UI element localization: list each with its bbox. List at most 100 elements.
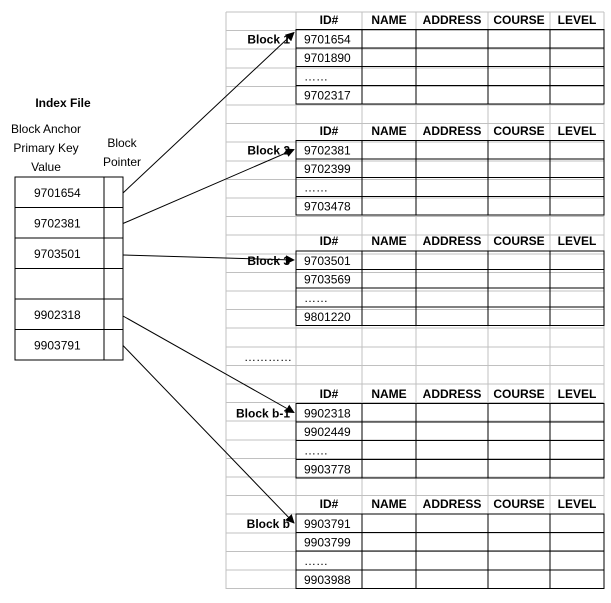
record-cell	[361, 29, 417, 49]
record-cell	[487, 29, 551, 49]
column-header: COURSE	[493, 497, 544, 511]
index-entry: 9703501	[14, 237, 124, 269]
record-cell	[549, 195, 605, 216]
pointer-cell	[103, 237, 124, 269]
record-cell	[549, 158, 605, 179]
column-header: LEVEL	[558, 234, 597, 248]
anchor-key-value: 9703501	[34, 247, 81, 261]
record-cell	[415, 195, 489, 216]
block-pointer-arrow	[122, 31, 295, 194]
block-pointer-arrows	[122, 31, 295, 524]
record-cell	[487, 550, 551, 571]
record-cell	[361, 532, 417, 552]
record-cell	[415, 569, 489, 589]
record-id: 9701890	[304, 51, 351, 65]
record-cell	[361, 177, 417, 197]
anchor-key-value: 9903791	[34, 339, 81, 353]
record-cell	[549, 84, 605, 105]
record-id: ……	[304, 291, 328, 305]
record-cell	[487, 47, 551, 68]
record-id: 9702381	[304, 144, 351, 158]
anchor-key-cell	[14, 268, 105, 300]
record-cell	[361, 458, 417, 479]
pointer-cell	[103, 176, 124, 208]
record-cell	[549, 569, 605, 589]
record-cell	[415, 532, 489, 552]
record-cell	[361, 140, 417, 160]
record-cell	[361, 513, 417, 534]
column-header: ID#	[320, 13, 339, 27]
record-id: ……	[304, 554, 328, 568]
record-cell	[549, 513, 605, 534]
column-header: LEVEL	[558, 13, 597, 27]
record-id: 9703501	[304, 254, 351, 268]
column-header: NAME	[371, 234, 406, 248]
record-id: 9702317	[304, 88, 351, 102]
record-cell	[487, 140, 551, 160]
record-id: 9903778	[304, 462, 351, 476]
record-cell	[549, 532, 605, 552]
record-id: 9903799	[304, 536, 351, 550]
block-pointer-header: Pointer	[103, 155, 141, 169]
column-header: NAME	[371, 124, 406, 138]
record-id: 9702399	[304, 162, 351, 176]
record-cell	[549, 306, 605, 326]
record-cell	[487, 403, 551, 423]
record-cell	[415, 47, 489, 68]
column-header: ADDRESS	[423, 387, 482, 401]
record-cell	[361, 421, 417, 442]
record-id: 9902449	[304, 425, 351, 439]
record-id: ……	[304, 444, 328, 458]
column-header: LEVEL	[558, 497, 597, 511]
record-cell	[415, 550, 489, 571]
record-cell	[415, 29, 489, 49]
column-header: ID#	[320, 497, 339, 511]
record-cell	[549, 421, 605, 442]
pointer-cell	[103, 207, 124, 239]
record-id: ……	[304, 181, 328, 195]
column-header: LEVEL	[558, 124, 597, 138]
column-header: ADDRESS	[423, 13, 482, 27]
block-pointer-arrow	[122, 315, 295, 413]
pointer-cell	[103, 298, 124, 330]
record-cell	[361, 66, 417, 86]
record-cell	[415, 177, 489, 197]
block-label: Block 1	[247, 33, 290, 47]
column-header: COURSE	[493, 124, 544, 138]
record-cell	[415, 403, 489, 423]
column-header: COURSE	[493, 234, 544, 248]
column-header: ID#	[320, 124, 339, 138]
record-cell	[549, 458, 605, 479]
block-pointer-arrow	[122, 148, 295, 224]
block-label: Block 3	[247, 254, 290, 268]
record-cell	[487, 84, 551, 105]
record-cell	[361, 47, 417, 68]
anchor-key-header: Primary Key	[13, 141, 78, 155]
column-header: ADDRESS	[423, 497, 482, 511]
column-header: NAME	[371, 13, 406, 27]
column-header: NAME	[371, 387, 406, 401]
record-id: ……	[304, 70, 328, 84]
data-file: ID# NAME ADDRESS COURSE LEVEL 9701654 9701890 ……	[236, 13, 605, 589]
index-entry: 9903791	[14, 329, 124, 361]
record-id: 9701654	[304, 33, 351, 47]
record-cell	[415, 513, 489, 534]
record-cell	[549, 440, 605, 460]
record-cell	[487, 421, 551, 442]
anchor-key-value: 9902318	[34, 308, 81, 322]
column-header: COURSE	[493, 387, 544, 401]
record-cell	[415, 66, 489, 86]
record-cell	[487, 513, 551, 534]
record-cell	[361, 569, 417, 589]
record-cell	[487, 177, 551, 197]
block-pointer-arrow	[122, 254, 295, 265]
record-cell	[549, 550, 605, 571]
record-id: 9801220	[304, 310, 351, 324]
column-header: ID#	[320, 387, 339, 401]
record-cell	[361, 550, 417, 571]
